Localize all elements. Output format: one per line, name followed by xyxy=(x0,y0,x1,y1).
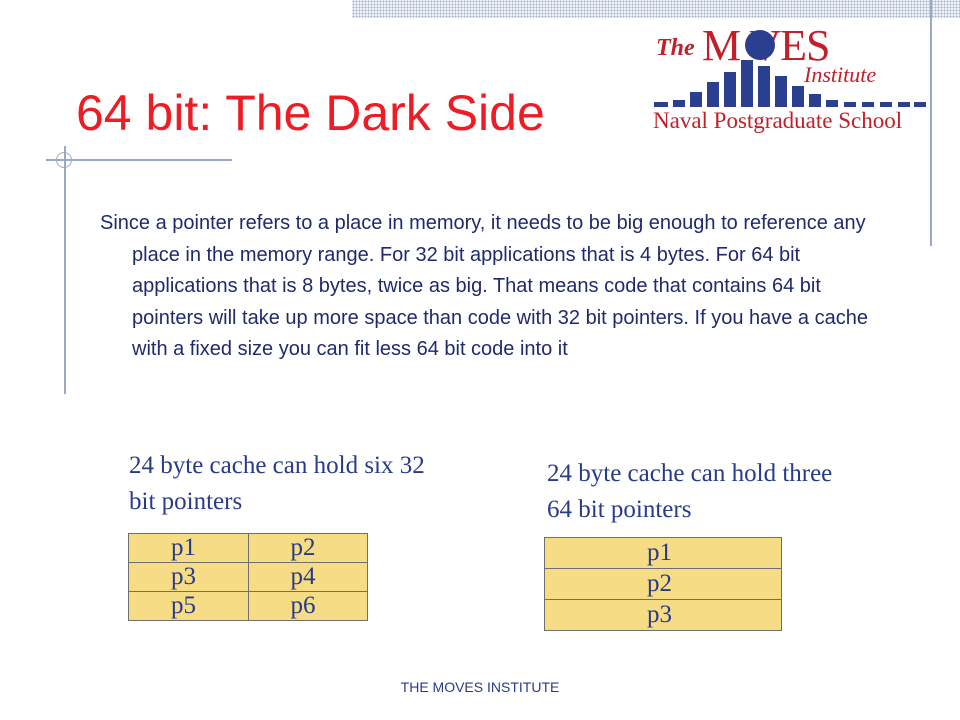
right-frame-line xyxy=(930,0,932,246)
cache32-table: p1 p2 p3 p4 p5 p6 xyxy=(128,533,368,621)
logo-the-text: The xyxy=(656,35,695,61)
table-row: p5 p6 xyxy=(128,591,368,621)
table-cell: p3 xyxy=(544,599,782,631)
cache64-table: p1 p2 p3 xyxy=(544,537,782,631)
table-cell: p3 xyxy=(128,562,249,592)
table-cell: p2 xyxy=(247,533,368,563)
cache32-caption: 24 byte cache can hold six 32 bit pointe… xyxy=(129,452,425,515)
globe-icon xyxy=(745,30,775,60)
slide-footer: THE MOVES INSTITUTE xyxy=(0,679,960,695)
table-cell: p1 xyxy=(128,533,249,563)
table-row: p3 p4 xyxy=(128,562,368,592)
logo-institute-text: Institute xyxy=(804,62,877,87)
footer-text: THE MOVES INSTITUTE xyxy=(400,679,560,695)
table-row: p1 xyxy=(544,537,782,569)
title-underline xyxy=(46,159,232,161)
moves-institute-logo: The M VES Institute Naval Postgraduate S… xyxy=(648,16,928,140)
frame-ring-ornament xyxy=(56,152,72,168)
body-paragraph: Since a pointer refers to a place in mem… xyxy=(100,212,868,360)
decorative-checker-strip xyxy=(352,0,960,18)
table-row: p1 p2 xyxy=(128,533,368,563)
logo-school-text: Naval Postgraduate School xyxy=(653,108,903,133)
table-cell: p2 xyxy=(544,568,782,600)
slide-title: 64 bit: The Dark Side xyxy=(76,85,545,141)
table-row: p3 xyxy=(544,599,782,631)
cache64-caption: 24 byte cache can hold three 64 bit poin… xyxy=(547,460,833,523)
table-cell: p5 xyxy=(128,591,249,621)
table-cell: p1 xyxy=(544,537,782,569)
left-frame-line xyxy=(64,146,66,394)
table-cell: p4 xyxy=(247,562,368,592)
table-row: p2 xyxy=(544,568,782,600)
skyline-bars-graphic xyxy=(654,60,926,107)
table-cell: p6 xyxy=(247,591,368,621)
